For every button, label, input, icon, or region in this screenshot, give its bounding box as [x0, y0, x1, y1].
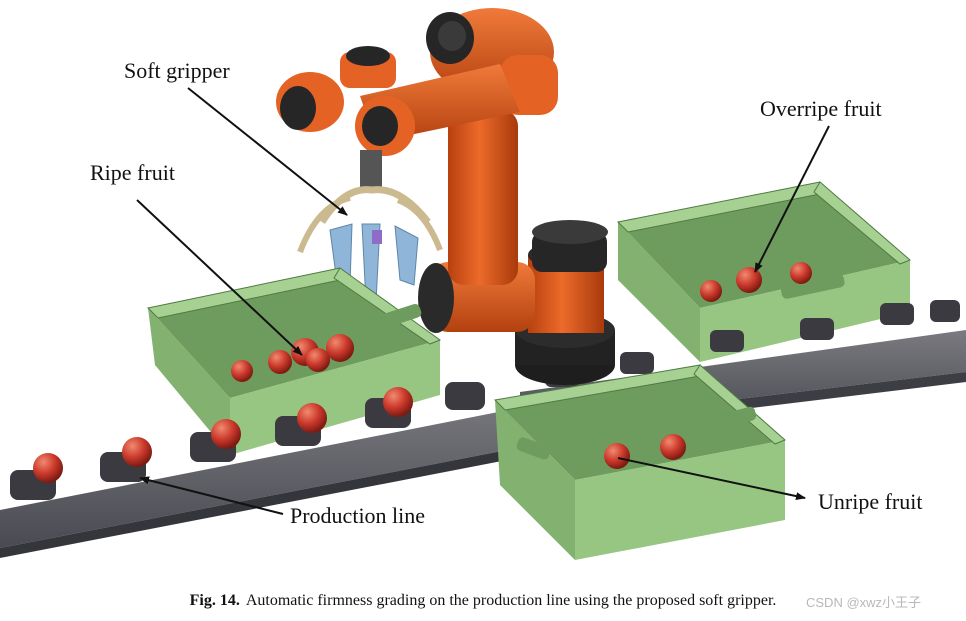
- arrow-soft-gripper: [187, 87, 348, 216]
- figure-caption-text: Automatic firmness grading on the produc…: [245, 592, 777, 609]
- robot-arm: [276, 8, 615, 385]
- arrow-production-line: [139, 476, 284, 515]
- annotation-arrows: [136, 87, 830, 515]
- label-soft-gripper: Soft gripper: [124, 58, 230, 83]
- label-production-line: Production line: [290, 503, 426, 528]
- overripe-crate: [616, 181, 911, 362]
- arrow-overripe-fruit: [754, 125, 830, 273]
- label-unripe-fruit: Unripe fruit: [818, 489, 923, 514]
- production-line-fruits: [33, 387, 413, 483]
- figure-number: Fig. 14.: [189, 592, 240, 609]
- label-ripe-fruit: Ripe fruit: [90, 160, 175, 185]
- watermark: CSDN @xwz小王子: [806, 595, 922, 610]
- arrow-ripe-fruit: [136, 199, 303, 356]
- ripe-crate: [146, 267, 442, 455]
- production-line-conveyor: [0, 392, 600, 558]
- unripe-crate: [493, 364, 786, 560]
- label-overripe-fruit: Overripe fruit: [760, 96, 882, 121]
- figure-caption: Fig. 14. Automatic firmness grading on th…: [0, 592, 966, 610]
- arrow-unripe-fruit: [617, 457, 806, 501]
